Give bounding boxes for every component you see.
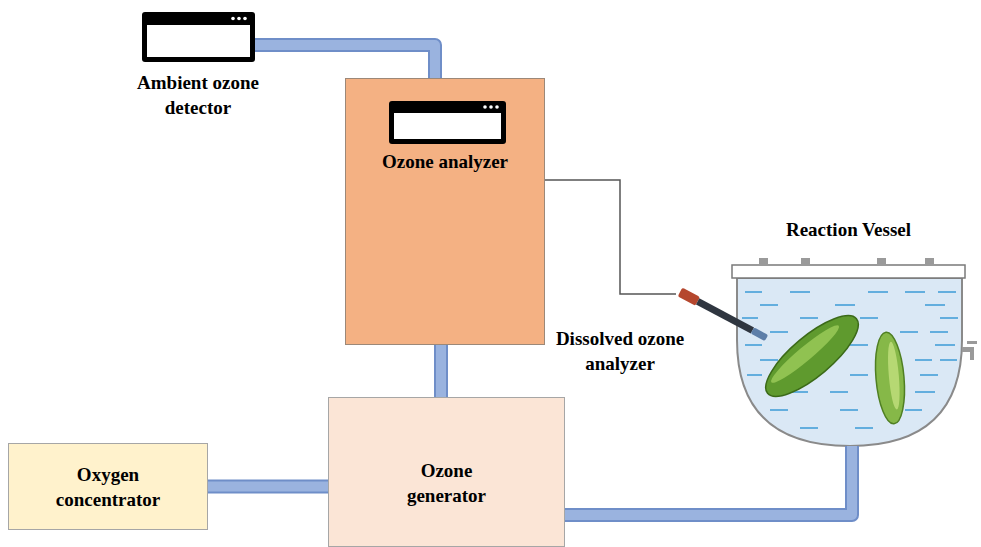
drain-tap bbox=[962, 341, 977, 360]
cucumber bbox=[872, 331, 908, 425]
pipe-fill bbox=[436, 345, 446, 397]
probe-body bbox=[696, 298, 754, 333]
concentrator-box: Oxygen concentrator bbox=[8, 443, 208, 530]
gas-pipe bbox=[441, 345, 442, 397]
node-label: Dissolved ozone analyzer bbox=[534, 326, 706, 376]
cucumber-body bbox=[755, 303, 870, 408]
icon-dot bbox=[495, 105, 499, 109]
icon-frame bbox=[142, 12, 255, 62]
pipe-outline bbox=[255, 45, 435, 78]
dissolved-ozone-probe: Dissolved ozone analyzer bbox=[676, 284, 776, 346]
icon-screen bbox=[394, 113, 501, 139]
cucumber-highlight bbox=[886, 341, 902, 410]
analyzer-box: Ozone analyzer bbox=[345, 78, 545, 345]
pipe-outline bbox=[434, 345, 448, 397]
gas-pipe bbox=[565, 446, 852, 515]
gas-pipe bbox=[255, 45, 435, 78]
tap-spout bbox=[970, 347, 974, 360]
lid-knob bbox=[877, 258, 886, 265]
water-lines bbox=[742, 292, 958, 428]
probe-tip bbox=[751, 327, 768, 341]
icon-dot bbox=[231, 17, 235, 21]
window-icon bbox=[389, 101, 506, 144]
icon-dot bbox=[489, 105, 493, 109]
wire-line bbox=[545, 180, 676, 294]
cucumber bbox=[755, 303, 870, 408]
box-label: Oxygen concentrator bbox=[38, 462, 178, 512]
vessel-bowl bbox=[737, 278, 962, 446]
lid-knob bbox=[925, 258, 934, 265]
reaction-vessel: Reaction Vessel bbox=[732, 265, 965, 446]
icon-dot bbox=[243, 17, 247, 21]
lid-knob bbox=[801, 258, 810, 265]
probe-head bbox=[678, 288, 700, 306]
pipe-fill bbox=[208, 482, 328, 492]
pipe-fill bbox=[255, 45, 435, 78]
icon-dot bbox=[483, 105, 487, 109]
tap-handle bbox=[967, 341, 977, 344]
node-label: Ambient ozone detector bbox=[118, 70, 278, 120]
detector-icon-box: Ambient ozone detector bbox=[142, 12, 255, 62]
pipe-outline bbox=[208, 480, 328, 494]
cucumber-highlight bbox=[767, 320, 843, 387]
pipe-outline bbox=[565, 446, 852, 515]
cucumber-body bbox=[872, 331, 908, 425]
lid-knob bbox=[759, 258, 768, 265]
box-label: Ozone analyzer bbox=[382, 149, 508, 174]
generator-box: Ozone generator bbox=[328, 397, 565, 547]
node-label: Reaction Vessel bbox=[732, 217, 965, 242]
signal-wire bbox=[545, 180, 676, 294]
probe-illustration bbox=[678, 288, 769, 343]
gas-pipe bbox=[208, 486, 328, 487]
icon-screen bbox=[147, 25, 250, 57]
window-icon bbox=[142, 12, 255, 62]
vessel-illustration bbox=[732, 258, 977, 446]
pipe-fill bbox=[565, 446, 852, 515]
vessel-lid bbox=[732, 265, 965, 278]
box-label: Ozone generator bbox=[382, 458, 512, 508]
icon-dot bbox=[237, 17, 241, 21]
icon-frame bbox=[389, 101, 506, 144]
